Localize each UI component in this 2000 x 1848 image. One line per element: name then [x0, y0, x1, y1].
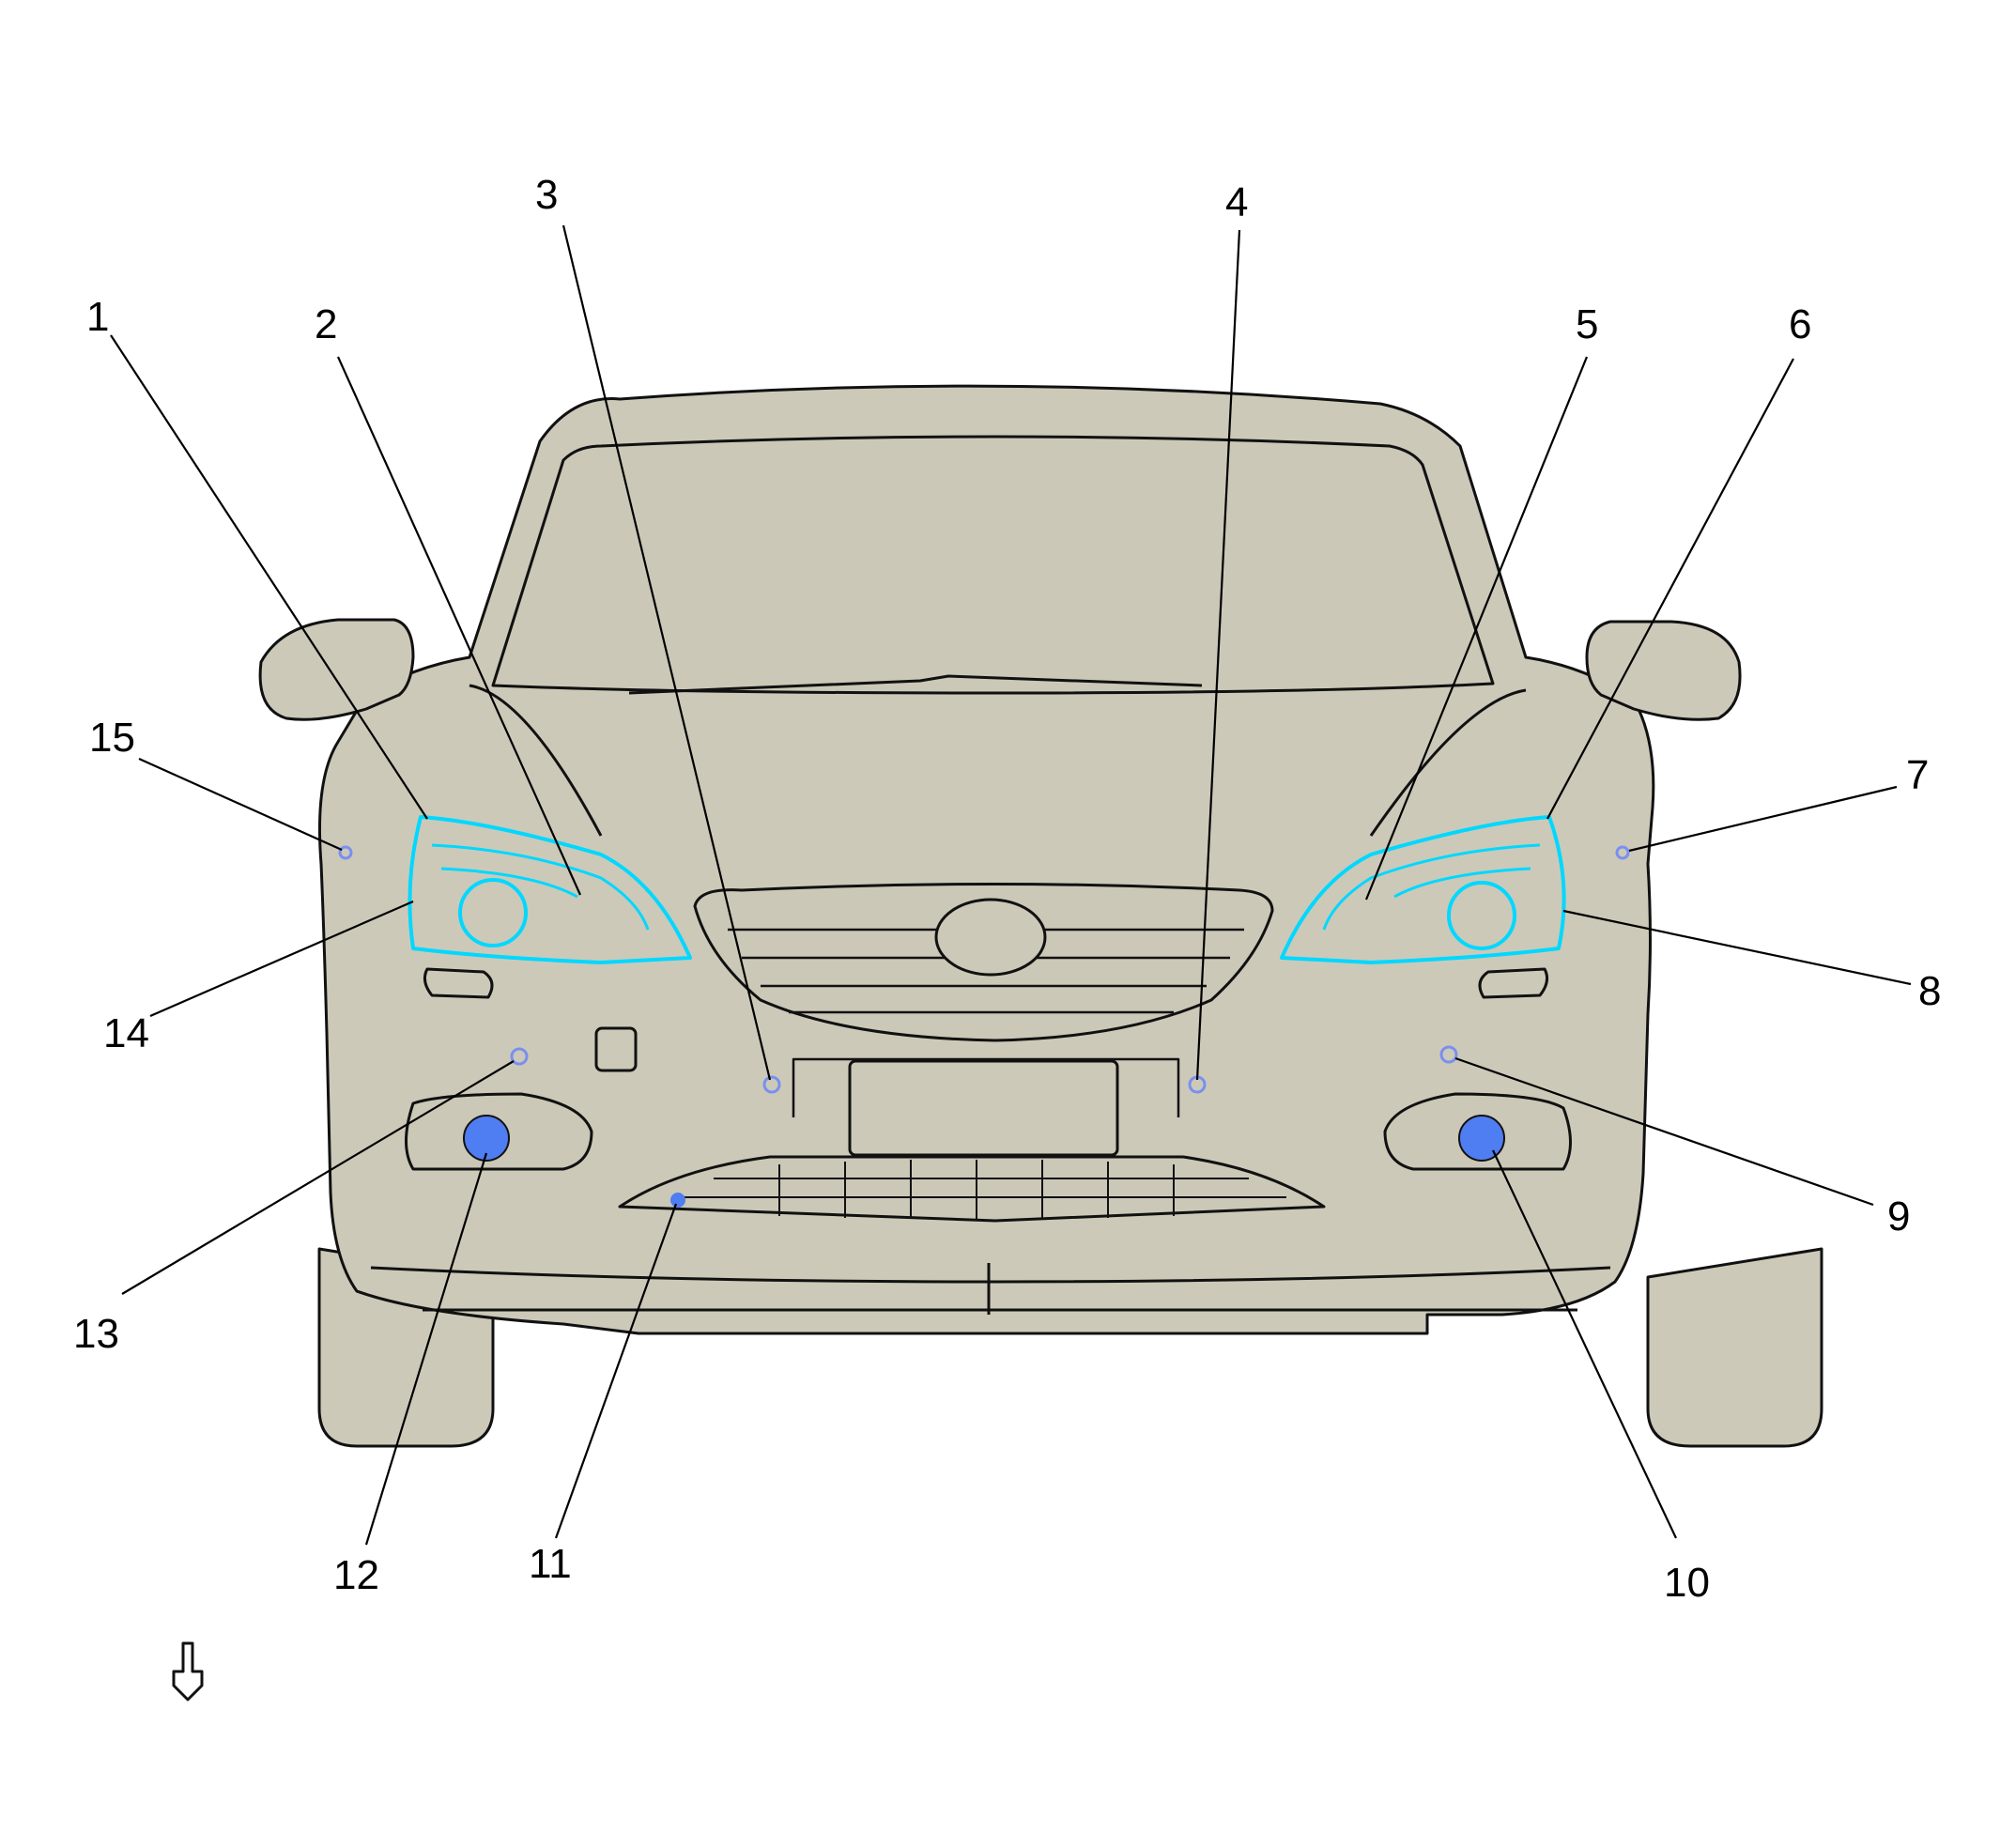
- callout-6: 6: [1789, 301, 1811, 347]
- right-headlamp-projector: [1447, 881, 1516, 950]
- left-fog-lamp: [463, 1115, 510, 1162]
- bumper-lower: [370, 1263, 1611, 1315]
- left-headlamp-drl: [431, 843, 650, 931]
- windshield-wiper: [628, 674, 1203, 695]
- leader-6: [1546, 358, 1794, 820]
- lower-grille-sensor: [670, 1193, 685, 1208]
- left-mirror: [258, 618, 415, 721]
- right-washer-cover: [1478, 967, 1549, 999]
- license-plate-bracket: [792, 1057, 1180, 1117]
- leader-2: [336, 356, 582, 896]
- leader-lines: [110, 224, 1912, 1546]
- callout-1: 1: [86, 294, 109, 340]
- front-view-arrow-icon: [172, 1641, 204, 1702]
- callout-9: 9: [1887, 1194, 1910, 1240]
- right-tire: [1646, 1247, 1823, 1448]
- license-plate-frame: [848, 1059, 1119, 1157]
- callout-8: 8: [1918, 968, 1941, 1014]
- leader-10: [1492, 1149, 1677, 1539]
- leader-7: [1628, 785, 1898, 853]
- sensors: [338, 845, 1630, 1094]
- left-washer-cover: [423, 967, 494, 999]
- leader-9: [1454, 1056, 1874, 1207]
- headlamps: [408, 815, 1566, 964]
- lower-grille-mesh: [676, 1160, 1286, 1219]
- callout-2: 2: [315, 301, 337, 347]
- leader-8: [1562, 909, 1912, 986]
- callout-10: 10: [1664, 1560, 1710, 1606]
- right-fog-lamp: [1458, 1115, 1505, 1162]
- left-headlamp: [408, 815, 692, 964]
- left-outer-parking-sensor: [510, 1047, 529, 1066]
- leader-14: [149, 900, 414, 1018]
- left-side-marker: [338, 845, 353, 860]
- callout-13: 13: [73, 1311, 119, 1357]
- callout-5: 5: [1576, 301, 1598, 347]
- leader-13: [121, 1060, 515, 1295]
- left-headlamp-projector: [458, 878, 528, 947]
- lower-grille: [618, 1155, 1326, 1223]
- leader-12: [364, 1152, 488, 1546]
- hood-line: [469, 684, 1527, 837]
- leader-3: [562, 224, 772, 1081]
- right-mirror: [1585, 620, 1742, 721]
- leader-4: [1195, 229, 1241, 1081]
- callout-4: 4: [1225, 179, 1248, 225]
- callout-3: 3: [535, 172, 558, 218]
- windshield: [491, 435, 1495, 695]
- callout-12: 12: [333, 1552, 379, 1598]
- leader-11: [554, 1203, 678, 1539]
- callout-11: 11: [529, 1541, 572, 1587]
- leader-15: [138, 757, 343, 852]
- leader-5: [1364, 356, 1589, 901]
- left-center-parking-sensor: [762, 1075, 781, 1094]
- leader-1: [110, 334, 428, 820]
- grille-badge: [934, 898, 1047, 977]
- left-tow-cover: [594, 1026, 638, 1072]
- callout-15: 15: [89, 715, 135, 761]
- callout-14: 14: [103, 1010, 149, 1056]
- right-side-marker: [1615, 845, 1630, 860]
- callout-7: 7: [1906, 752, 1929, 798]
- callout-numbers: 1 2 3 4 5 6 7 8 9 10 11 12 13 14 15: [73, 172, 1941, 1606]
- right-outer-parking-sensor: [1439, 1045, 1458, 1064]
- right-headlamp-drl: [1322, 843, 1541, 931]
- right-headlamp: [1280, 815, 1566, 964]
